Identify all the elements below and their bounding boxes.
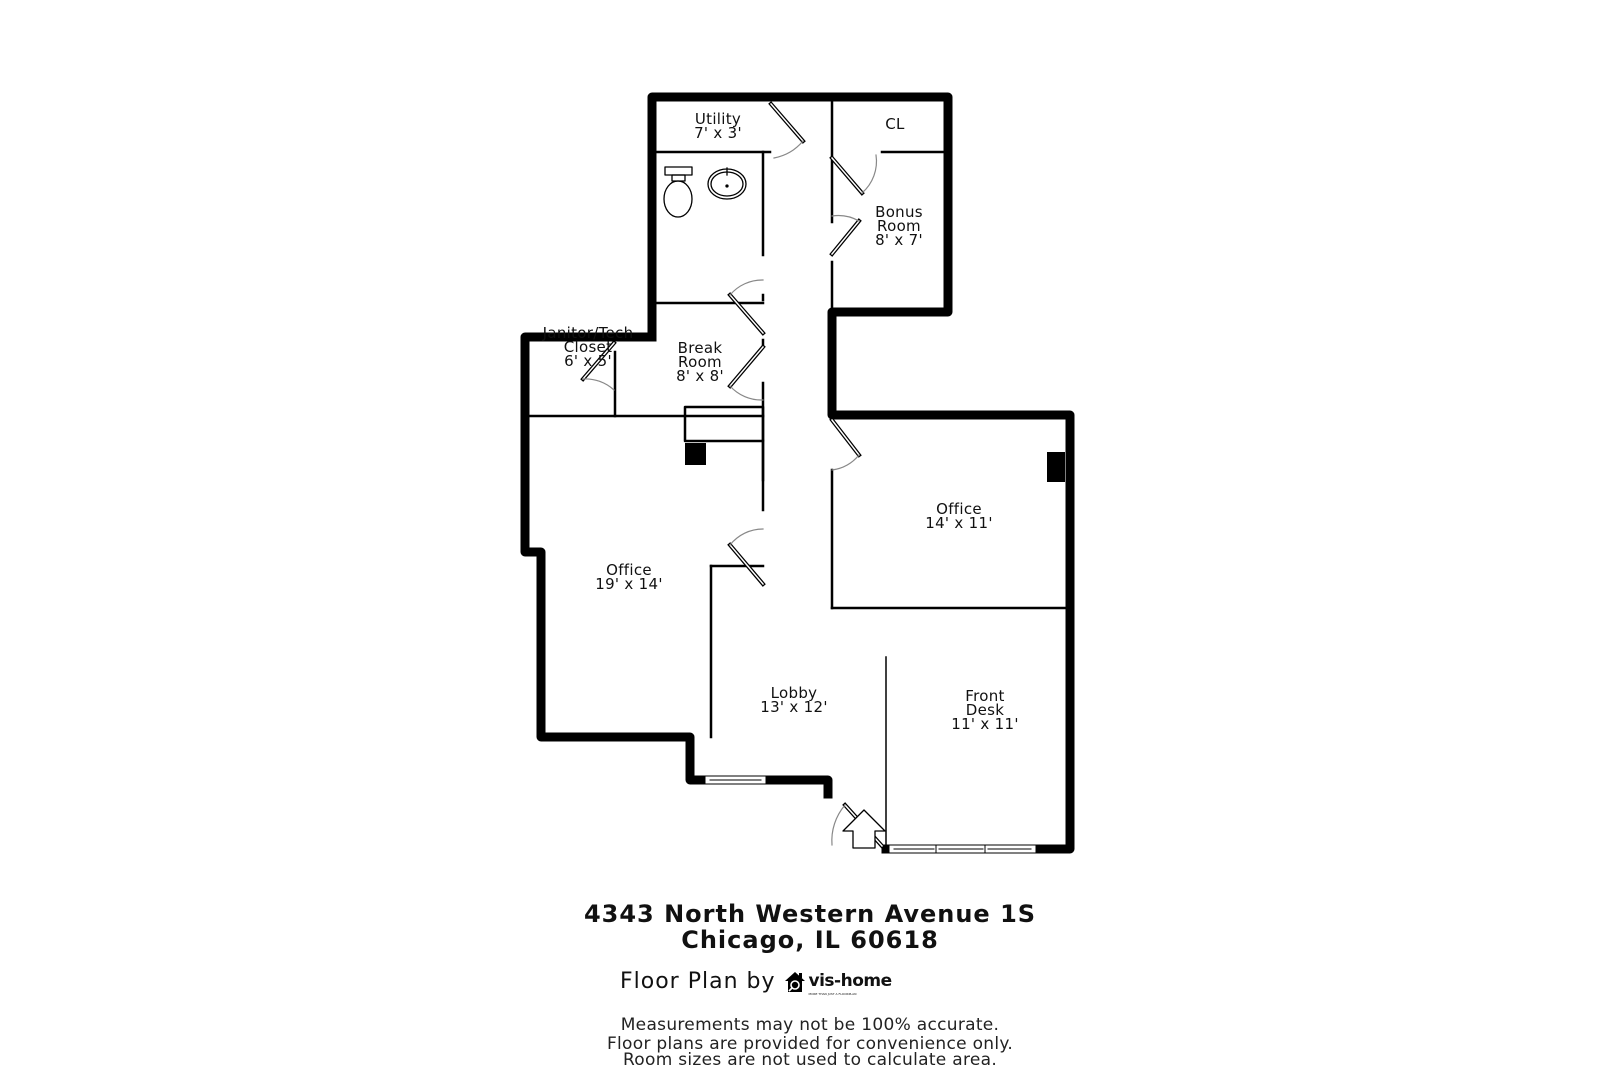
interior-walls xyxy=(523,95,1072,850)
floor-plan-credit: Floor Plan by vis-home MORE THAN JUST A … xyxy=(620,967,892,996)
brand-logo: vis-home MORE THAN JUST A FLOORPLAN xyxy=(784,967,892,996)
room-name: Room xyxy=(678,353,722,371)
room-name: Lobby xyxy=(770,684,818,702)
disclaimer-line-2: Floor plans are provided for convenience… xyxy=(606,1034,1014,1054)
brand-name: vis-home xyxy=(808,971,893,991)
room-size: 13' x 12' xyxy=(760,698,828,716)
room-name: Office xyxy=(936,500,982,518)
room-name: Closet xyxy=(563,338,613,356)
room-name: Utility xyxy=(694,110,742,128)
entry-arrow-icon xyxy=(842,809,886,849)
address-line-2: Chicago, IL 60618 xyxy=(681,926,939,954)
disclaimer-line-1: Measurements may not be 100% accurate. xyxy=(620,1015,1000,1035)
room-name: Front xyxy=(965,687,1005,705)
room-name: Room xyxy=(877,217,921,235)
room-label-utility: Utility 7' x 3' xyxy=(694,110,742,142)
room-name: Desk xyxy=(965,701,1005,719)
room-label-break-room: Break Room 8' x 8' xyxy=(676,339,724,385)
room-label-bonus-room: Bonus Room 8' x 7' xyxy=(875,203,923,249)
room-size: 11' x 11' xyxy=(951,715,1019,733)
room-name: Bonus xyxy=(875,203,923,221)
sink-fixture xyxy=(707,167,747,200)
room-label-lobby: Lobby 13' x 12' xyxy=(760,684,828,716)
room-size: 8' x 8' xyxy=(676,367,724,385)
brand-tagline: MORE THAN JUST A FLOORPLAN xyxy=(808,992,857,996)
room-name: Break xyxy=(677,339,723,357)
house-magnifier-icon xyxy=(784,971,805,992)
room-label-office-14x11: Office 14' x 11' xyxy=(925,500,993,532)
room-name: Janitor/Tech xyxy=(542,324,634,342)
doors xyxy=(580,101,885,849)
room-size: 8' x 7' xyxy=(875,231,923,249)
room-size: 19' x 14' xyxy=(595,575,663,593)
room-label-office-19x14: Office 19' x 14' xyxy=(595,561,663,593)
room-size: 6' x 5' xyxy=(564,352,612,370)
disclaimer-line-3: Room sizes are not used to calculate are… xyxy=(622,1050,998,1070)
room-size: 7' x 3' xyxy=(694,124,742,142)
columns xyxy=(685,443,1065,482)
room-label-closet: CL xyxy=(885,115,905,133)
windows xyxy=(704,775,1037,854)
room-label-janitor-closet: Janitor/Tech Closet 6' x 5' xyxy=(542,324,634,370)
room-size: 14' x 11' xyxy=(925,514,993,532)
room-name: Office xyxy=(606,561,652,579)
room-name: CL xyxy=(885,115,905,133)
credit-label: Floor Plan by xyxy=(620,969,776,994)
room-label-front-desk: Front Desk 11' x 11' xyxy=(951,687,1019,733)
toilet-fixture xyxy=(663,166,693,218)
exterior-walls xyxy=(520,92,1075,854)
address-line-1: 4343 North Western Avenue 1S xyxy=(583,900,1037,928)
